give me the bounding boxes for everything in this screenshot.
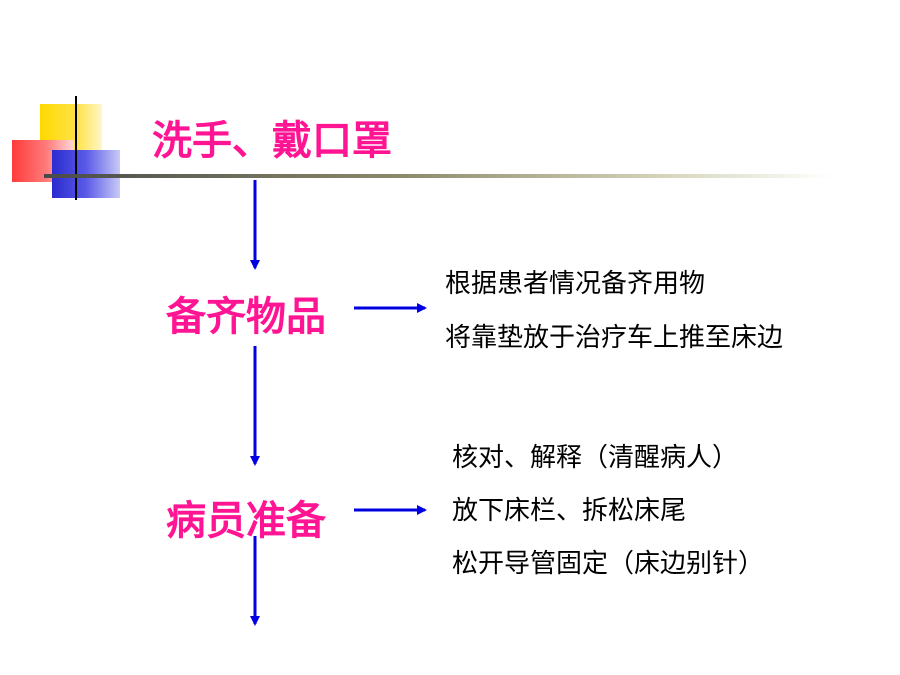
step-detail: 根据患者情况备齐用物 xyxy=(445,269,706,299)
step-label-patient-preparation: 病员准备 xyxy=(166,498,326,544)
step-detail: 松开导管固定（床边别针） xyxy=(452,549,765,579)
title-underline-rule xyxy=(44,174,834,178)
slide-title: 洗手、戴口罩 xyxy=(152,118,392,164)
step-detail: 将靠垫放于治疗车上推至床边 xyxy=(445,323,784,353)
step-label-prepare-items: 备齐物品 xyxy=(166,294,326,340)
step-detail: 放下床栏、拆松床尾 xyxy=(452,496,687,526)
step-detail: 核对、解释（清醒病人） xyxy=(452,443,739,473)
decorative-vertical-line xyxy=(75,96,77,200)
